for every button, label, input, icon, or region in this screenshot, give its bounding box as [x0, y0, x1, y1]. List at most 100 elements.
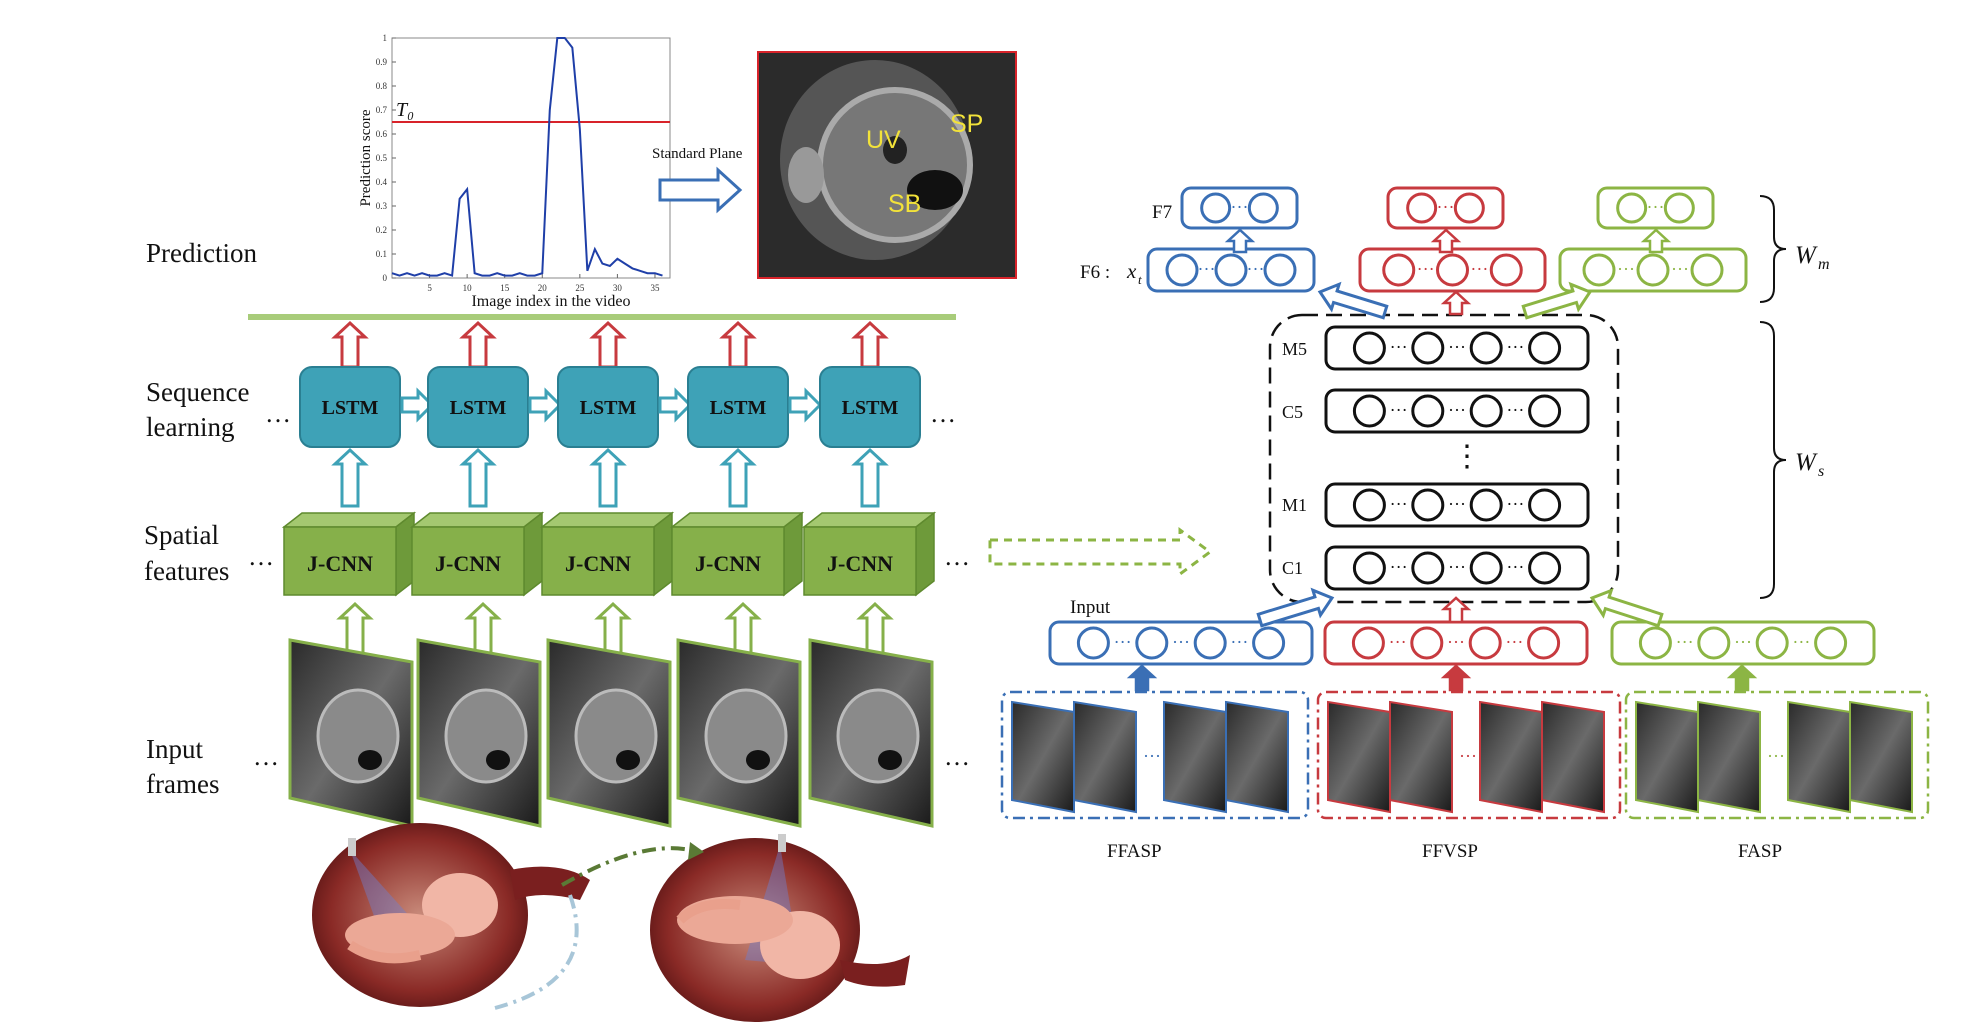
input-layer-green-node-3 — [1814, 626, 1848, 660]
x-tick-label-3: 20 — [538, 283, 548, 293]
m1-layer-dots-2: ··· — [1506, 494, 1524, 514]
blue-to-shared-arrow — [1256, 587, 1335, 628]
sp-label: SP — [950, 110, 983, 138]
f7-layer-blue-dots-0: ··· — [1231, 197, 1249, 217]
lstm-box-4 — [819, 366, 921, 448]
c1-layer-node-1 — [1411, 551, 1445, 585]
dataset-2-frame-1 — [1697, 700, 1761, 814]
dataset-1-frame-0 — [1327, 700, 1391, 814]
frame-stomach-0 — [358, 750, 382, 770]
frame-anatomy-1 — [444, 688, 528, 784]
input-layer-green — [1610, 620, 1876, 666]
cnn-cube-side-3 — [783, 511, 803, 597]
green-to-shared-arrow — [1589, 588, 1664, 628]
m5-layer-node-1 — [1411, 331, 1445, 365]
y-tick-label-3: 0.3 — [376, 201, 388, 211]
m5-layer-node-2 — [1469, 331, 1503, 365]
input-layer-blue-node-1 — [1135, 626, 1169, 660]
lstm-link-arrow-2 — [658, 387, 693, 423]
frame-stomach-4 — [878, 750, 902, 770]
fetus-illustration-right — [650, 834, 910, 1022]
frame-stomach-1 — [486, 750, 510, 770]
c5-layer-dots-0: ··· — [1390, 400, 1408, 420]
f6-label: F6 : — [1080, 262, 1110, 283]
m5-layer-dots-1: ··· — [1448, 337, 1466, 357]
shared-to-red-arrow — [1440, 290, 1472, 316]
y-tick-label-7: 0.7 — [376, 105, 388, 115]
f6-sub: t — [1138, 272, 1142, 287]
f7-layer-red-node-1 — [1453, 192, 1485, 224]
f7-layer-green-dots-0: ··· — [1647, 197, 1665, 217]
dataset-2-dots: ··· — [1767, 746, 1785, 766]
lstm-output-arrow-0 — [331, 320, 369, 369]
f7-label: F7 — [1152, 202, 1172, 223]
ws-sub: s — [1818, 463, 1824, 480]
input-layer-blue-node-2 — [1193, 626, 1227, 660]
dataset-box-0 — [1000, 690, 1310, 820]
probe-motion-arrow-top — [561, 846, 691, 887]
cnn-cube-top-4 — [801, 512, 937, 528]
sb-label: SB — [888, 190, 921, 218]
lstm-link-arrow-1 — [528, 387, 563, 423]
multitask-network: ··· ··· ··· ··· ··· ··· ··· ··· ··· ··· ··· ··· ··· ·… — [1000, 186, 1930, 820]
y-tick-label-5: 0.5 — [376, 153, 388, 163]
f7-layer-red-dots-0: ··· — [1437, 197, 1455, 217]
c1-layer — [1324, 545, 1590, 591]
dataset-to-input-arrow-green — [1726, 664, 1758, 692]
c5-layer-dots-2: ··· — [1506, 400, 1524, 420]
dataset-1-dots: ··· — [1459, 746, 1477, 766]
c1-layer-dots-0: ··· — [1390, 557, 1408, 577]
lstm-output-arrow-2 — [589, 320, 627, 369]
cnn-box-4 — [803, 526, 917, 596]
wm-label: W — [1795, 242, 1818, 269]
f6-layer-green-node-2 — [1690, 253, 1724, 287]
row-ellipsis-4: … — [253, 742, 279, 771]
dataset-0-frame-3 — [1225, 700, 1289, 814]
row-ellipsis-0: … — [265, 399, 291, 428]
x-axis-label: Image index in the video — [471, 293, 630, 310]
f6-layer-red-dots-1: ··· — [1470, 259, 1488, 279]
x-tick-label-1: 10 — [463, 283, 473, 293]
cnn-to-lstm-arrow-0 — [331, 447, 369, 508]
m5-layer-dots-2: ··· — [1506, 337, 1524, 357]
input-layer-red-node-2 — [1468, 626, 1502, 660]
y-tick-label-2: 0.2 — [376, 225, 387, 235]
f7-layer-red-node-0 — [1406, 192, 1438, 224]
frame-anatomy-0 — [316, 688, 400, 784]
c5-layer-node-2 — [1469, 394, 1503, 428]
cnn-box-0 — [283, 526, 397, 596]
cnn-cube-top-0 — [281, 512, 417, 528]
c5-layer-node-0 — [1352, 394, 1386, 428]
probe-motion-arrow-bottom — [494, 894, 579, 1010]
dataset-box-2 — [1624, 690, 1930, 820]
m5-layer-dots-0: ··· — [1390, 337, 1408, 357]
sequence-columns: LSTMJ-CNNLSTMJ-CNNLSTMJ-CNNLSTMJ-CNNLSTM… — [248, 320, 970, 828]
c1-layer-node-2 — [1469, 551, 1503, 585]
input-layer-red-node-3 — [1527, 626, 1561, 660]
c5-label: C5 — [1282, 402, 1303, 422]
cnn-cube-top-1 — [409, 512, 545, 528]
input-label-line2: frames — [146, 769, 219, 799]
cnn-to-lstm-arrow-3 — [719, 447, 757, 508]
cnn-cube-side-4 — [915, 511, 935, 597]
cnn-cube-side-1 — [523, 511, 543, 597]
vertical-ellipsis: ⋮ — [1452, 440, 1482, 473]
f7-layer-blue-node-0 — [1200, 192, 1232, 224]
f6-layer-red-node-0 — [1382, 253, 1416, 287]
row-ellipsis-3: … — [944, 542, 970, 571]
input-layer-blue-dots-2: ··· — [1230, 632, 1248, 652]
input-layer-red-dots-1: ··· — [1447, 632, 1465, 652]
wm-brace — [1759, 195, 1787, 303]
standard-plane-label: Standard Plane — [652, 146, 743, 162]
m5-layer-node-0 — [1352, 331, 1386, 365]
f6-layer-blue-node-0 — [1165, 253, 1199, 287]
dataset-1-frame-3 — [1541, 700, 1605, 814]
f6-layer-green-node-0 — [1582, 253, 1616, 287]
lstm-output-arrow-3 — [719, 320, 757, 369]
dataset-0-dots: ··· — [1143, 746, 1161, 766]
input-layer-blue-node-0 — [1076, 626, 1110, 660]
input-layer-blue — [1048, 620, 1314, 666]
f6-layer-blue-dots-1: ··· — [1247, 259, 1265, 279]
